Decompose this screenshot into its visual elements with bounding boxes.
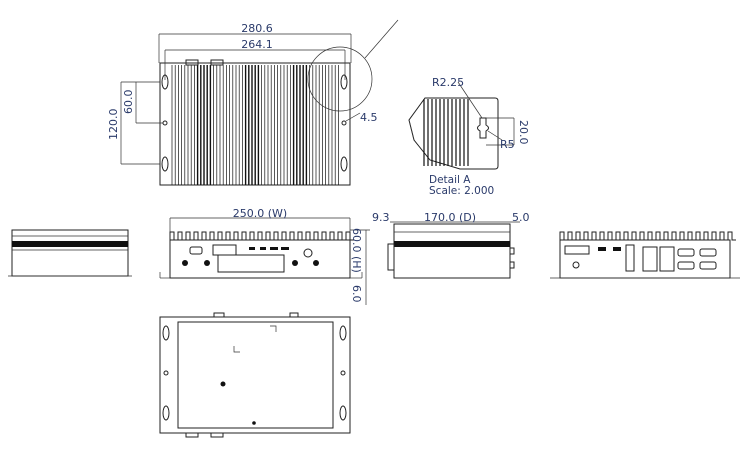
keyhole-slots-bottom (162, 325, 347, 421)
keyhole-slots (161, 74, 348, 172)
dim-foot: 6.0 (350, 285, 363, 303)
front-view-left (8, 229, 132, 277)
bottom-view (159, 312, 351, 438)
dim-overall-width: 280.6 (241, 22, 273, 35)
detail-title: Detail A (429, 174, 471, 186)
dim-front-offset: 9.3 (372, 211, 390, 224)
front-view: 250.0 (W) 60.0 (H) 6.0 (159, 207, 370, 305)
detail-a-circle (307, 46, 373, 112)
dim-height-total: 120.0 (107, 109, 120, 141)
dim-height-half: 60.0 (122, 90, 135, 115)
dim-width: 250.0 (W) (233, 207, 287, 220)
dim-hole-diameter: 4.5 (360, 111, 378, 124)
rear-view (550, 231, 740, 279)
radius-small: R2.25 (432, 76, 464, 89)
dim-depth: 170.0 (D) (424, 211, 476, 224)
heatsink-fins (171, 65, 339, 185)
dim-hole-span: 264.1 (241, 38, 273, 51)
radius-large: R5 (500, 138, 515, 151)
detail-scale: Scale: 2.000 (429, 185, 494, 197)
side-view: 9.3 170.0 (D) 5.0 (372, 211, 530, 279)
dim-rear-offset: 5.0 (512, 211, 530, 224)
dim-height: 60.0 (H) (350, 228, 363, 273)
detail-a: R2.25 R5 20.0 Detail A Scale: 2.000 (408, 76, 530, 197)
slot-length: 20.0 (517, 120, 530, 145)
top-view: 280.6 264.1 120.0 60.0 4.5 (107, 19, 399, 186)
